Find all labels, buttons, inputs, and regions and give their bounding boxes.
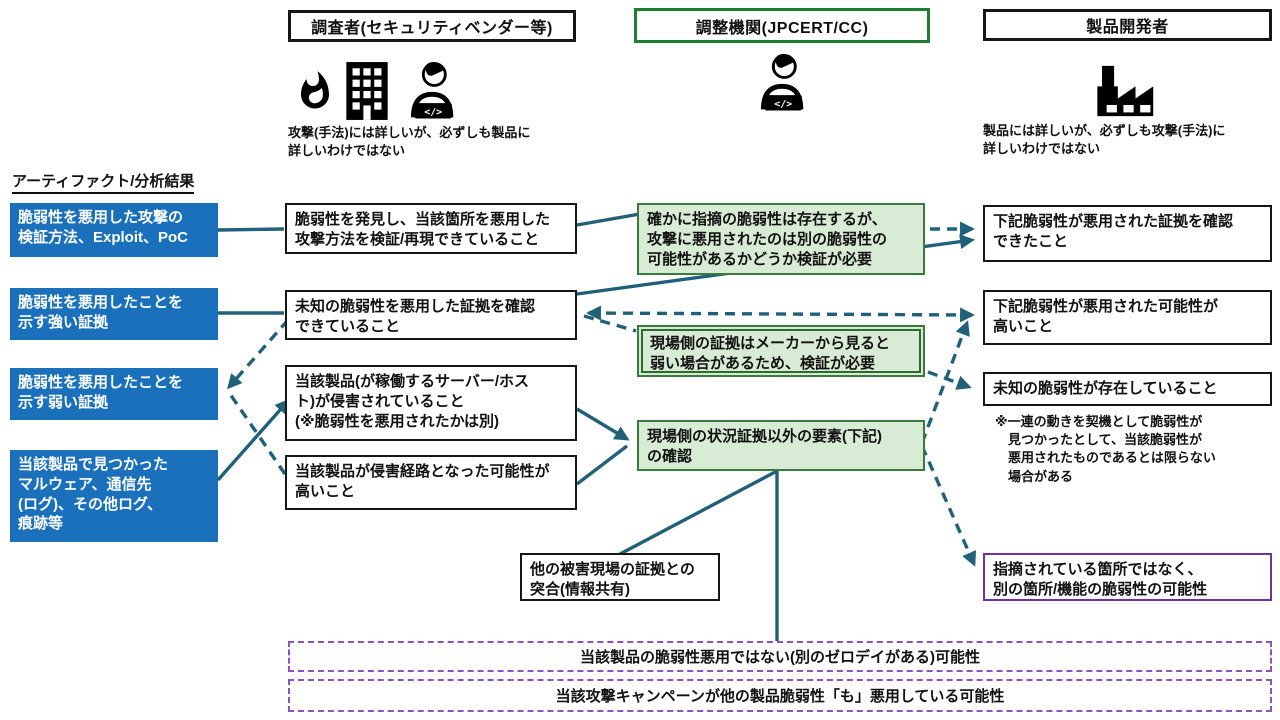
dashed-finding2-to-artifact3 xyxy=(227,318,290,390)
cross-check-box: 他の被害現場の証拠との 突合(情報共有) xyxy=(520,553,720,601)
arrow-artifact4-to-finding3 xyxy=(216,398,290,482)
artifact-strong-evidence: 脆弱性を悪用したことを 示す強い証拠 xyxy=(10,288,218,340)
artifact-exploit-poc: 脆弱性を悪用した攻撃の 検証方法、Exploit、PoC xyxy=(10,203,218,257)
header-coordinator-label: 調整機関(JPCERT/CC) xyxy=(695,19,869,37)
laptop-code-glyph: </> xyxy=(774,99,792,110)
developer-caption: 製品には詳しいが、必ずしも攻撃(手法)に 詳しいわけではない xyxy=(983,123,1226,156)
dev-note-vuln-caveat: ※一連の動きを契機として脆弱性が 見つかったとして、当該脆弱性が 悪用されたもの… xyxy=(995,414,1216,484)
dev-unknown-vuln-exists: 未知の脆弱性が存在していること xyxy=(983,372,1272,406)
investigator-caption: 攻撃(手法)には詳しいが、必ずしも製品に 詳しいわけではない xyxy=(288,125,531,158)
artifact-section-label: アーティファクト/分析結果 xyxy=(12,170,195,194)
artifact-malware-logs: 当該製品で見つかった マルウェア、通信先 (ログ)、その他ログ、 痕跡等 xyxy=(10,450,218,542)
factory-icon xyxy=(1097,65,1154,117)
header-developer-label: 製品開発者 xyxy=(1086,19,1169,36)
dashed-coordnote2-to-dev3 xyxy=(927,370,972,390)
line-finding4-to-coordnote3 xyxy=(575,444,629,486)
investigator-icons: </> xyxy=(294,52,464,122)
other-location-vuln-box: 指摘されている箇所ではなく、 別の箇所/機能の脆弱性の可能性 xyxy=(983,553,1272,601)
dev-evidence-confirmed: 下記脆弱性が悪用された証拠を確認 できたこと xyxy=(983,205,1272,262)
coordinator-icon: </> xyxy=(748,52,814,119)
building-icon xyxy=(346,62,388,120)
arrow-finding3-to-coordnote3 xyxy=(576,407,630,441)
artifact-weak-evidence: 脆弱性を悪用したことを 示す弱い証拠 xyxy=(10,368,218,420)
flame-icon xyxy=(301,71,329,109)
dev-exploit-likely: 下記脆弱性が悪用された可能性が 高いこと xyxy=(983,290,1272,345)
coordnote-field-evidence-weak: 現場側の証拠はメーカーから見ると 弱い場合があるため、検証が必要 xyxy=(637,325,925,377)
dashed-finding2-to-coordnote2 xyxy=(583,314,637,333)
dashed-finding2-dev2-bidirectional xyxy=(586,305,975,323)
header-investigator-label: 調査者(セキュリティベンダー等) xyxy=(311,20,553,37)
line-coordnote3-to-crosscheck xyxy=(619,469,778,556)
dashed-coordnote3-to-dev2 xyxy=(920,320,970,444)
finding-unknown-vuln-evidence: 未知の脆弱性を悪用した証拠を確認 できていること xyxy=(285,290,577,340)
possibility-other-products-text: 当該攻撃キャンペーンが他の製品脆弱性「も」悪用している可能性 xyxy=(555,688,1005,705)
laptop-code-glyph: </> xyxy=(424,107,442,118)
possibility-other-products-box: 当該攻撃キャンペーンが他の製品脆弱性「も」悪用している可能性 xyxy=(288,679,1272,712)
finding-verified-attack: 脆弱性を発見し、当該箇所を悪用した 攻撃方法を検証/再現できていること xyxy=(285,203,577,254)
finding-infection-route: 当該製品が侵害経路となった可能性が 高いこと xyxy=(285,455,577,510)
finding-host-compromised: 当該製品(が稼働するサーバー/ホス ト)が侵害されていること (※脆弱性を悪用さ… xyxy=(285,365,577,441)
possibility-no-exploit-box: 当該製品の脆弱性悪用ではない(別のゼロデイがある)可能性 xyxy=(288,641,1272,672)
line-finding1-to-coordnote1 xyxy=(576,212,641,227)
header-investigator: 調査者(セキュリティベンダー等) xyxy=(288,10,576,42)
coordnote-field-evidence-weak-text: 現場側の証拠はメーカーから見ると 弱い場合があるため、検証が必要 xyxy=(641,329,921,373)
developer-icon xyxy=(1092,64,1166,123)
line-artifact1-to-finding1 xyxy=(217,227,285,232)
header-developer: 製品開発者 xyxy=(983,9,1272,41)
header-coordinator: 調整機関(JPCERT/CC) xyxy=(634,8,930,43)
coordnote-different-vuln-possible: 確かに指摘の脆弱性は存在するが、 攻撃に悪用されたのは別の脆弱性の 可能性がある… xyxy=(637,203,925,275)
person-laptop-icon: </> xyxy=(410,62,454,119)
coordnote-non-field-factors: 現場側の状況証拠以外の要素(下記) の確認 xyxy=(637,420,925,471)
dashed-coordnote3-to-other-location xyxy=(920,445,977,567)
artifact-section-label-text: アーティファクト/分析結果 xyxy=(12,173,195,194)
possibility-no-exploit-text: 当該製品の脆弱性悪用ではない(別のゼロデイがある)可能性 xyxy=(580,649,980,666)
person-laptop-icon: </> xyxy=(760,54,804,111)
